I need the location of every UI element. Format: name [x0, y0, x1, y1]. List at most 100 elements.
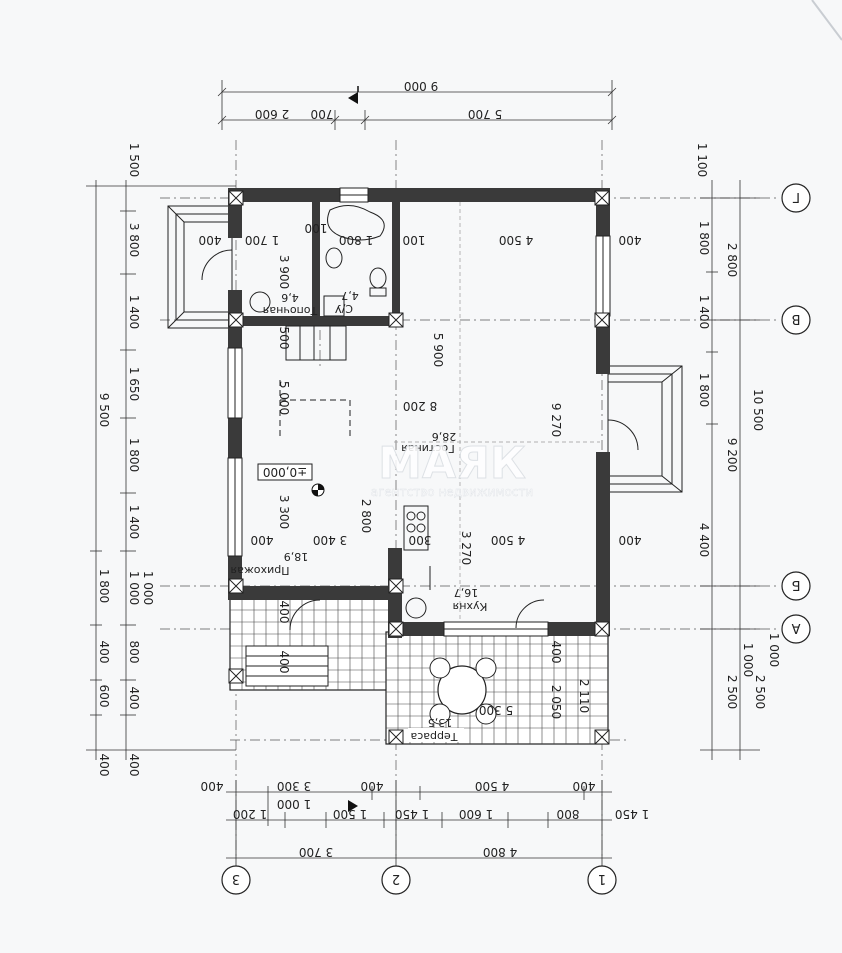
svg-text:Топочная: Топочная — [263, 304, 318, 317]
dim-right-4: 1 800 — [697, 373, 711, 407]
dim-left-total: 9 500 — [97, 393, 111, 427]
room-label-topochnaya: Топочная 4,6 — [263, 291, 318, 317]
right-dimensions — [700, 180, 760, 760]
axis-marker-2: 2 — [381, 865, 411, 895]
svg-text:2 500: 2 500 — [753, 675, 767, 709]
svg-text:4,7: 4,7 — [341, 289, 359, 302]
svg-text:9 270: 9 270 — [549, 403, 563, 437]
dim-right-2: 1 800 — [697, 221, 711, 255]
dim-bottom-4: 4 500 — [475, 779, 509, 793]
svg-text:1 800: 1 800 — [339, 233, 373, 247]
dim-right-6: 1 000 — [741, 643, 755, 677]
right-porch — [607, 365, 683, 493]
svg-text:400: 400 — [619, 533, 642, 547]
dim-right-1: 1 100 — [695, 143, 709, 177]
dim-right-inner-3: 2 500 — [725, 675, 739, 709]
dim-left-inner-1: 1 000 — [127, 571, 141, 605]
dim-bottom-13: 3 700 — [299, 845, 333, 859]
axis-marker-А: А — [781, 614, 811, 644]
left-porch — [167, 205, 233, 329]
svg-text:8 200: 8 200 — [403, 399, 437, 413]
left-dimensions — [86, 180, 236, 760]
svg-text:А: А — [791, 620, 800, 635]
dim-bottom-9: 1 450 — [395, 807, 429, 821]
dim-left-2: 3 800 — [127, 223, 141, 257]
top-dimensions — [217, 80, 617, 130]
dim-left-4: 1 650 — [127, 367, 141, 401]
room-label-kukhnya: Кухня 16,7 — [453, 586, 488, 613]
dim-bottom-5: 400 — [573, 779, 596, 793]
axis-grid — [160, 140, 780, 860]
svg-text:1 000: 1 000 — [767, 633, 781, 667]
dim-left-8: 400 — [97, 641, 111, 664]
svg-text:5 300: 5 300 — [479, 703, 513, 717]
svg-text:400: 400 — [199, 233, 222, 247]
svg-text:3: 3 — [232, 871, 240, 886]
dim-right-inner-1: 2 800 — [725, 243, 739, 277]
svg-text:2 110: 2 110 — [577, 679, 591, 713]
svg-text:400: 400 — [251, 533, 274, 547]
dim-bottom-3: 400 — [361, 779, 384, 793]
svg-text:500: 500 — [277, 327, 291, 350]
svg-text:2: 2 — [392, 871, 400, 886]
svg-text:400: 400 — [549, 641, 563, 664]
svg-text:4 500: 4 500 — [491, 533, 525, 547]
dim-left-7: 1 800 — [97, 569, 111, 603]
room-label-terrasa: Терраса 13,5 — [408, 716, 464, 743]
dim-bottom-7: 1 000 — [277, 797, 311, 811]
axis-marker-3: 3 — [221, 865, 251, 895]
svg-text:В: В — [792, 311, 801, 326]
svg-text:13,5: 13,5 — [428, 716, 453, 729]
svg-text:агентство недвижимости: агентство недвижимости — [371, 485, 533, 499]
svg-text:5 900: 5 900 — [431, 333, 445, 367]
dim-left-10: 400 — [97, 754, 111, 777]
axis-marker-Б: Б — [781, 571, 811, 601]
dim-left-5: 1 800 — [127, 438, 141, 472]
svg-text:4 500: 4 500 — [499, 233, 533, 247]
svg-text:3 270: 3 270 — [459, 531, 473, 565]
svg-text:Гостиная: Гостиная — [401, 442, 455, 455]
axis-marker-1: 1 — [587, 865, 617, 895]
svg-text:Прихожая: Прихожая — [231, 564, 290, 577]
svg-text:400: 400 — [619, 233, 642, 247]
fixtures — [249, 202, 600, 631]
bottom-dim-row2: 1 200 1 000 1 500 1 450 1 600 800 1 450 — [233, 797, 649, 821]
dim-bottom-10: 1 600 — [459, 807, 493, 821]
svg-text:16,7: 16,7 — [454, 586, 479, 599]
interior-dimensions: 400 1 700 100 1 800 100 4 500 400 5 900 … — [141, 221, 781, 719]
svg-text:Б: Б — [792, 577, 801, 592]
dim-right-3: 1 400 — [697, 295, 711, 329]
dim-left-3: 1 400 — [127, 295, 141, 329]
dim-bottom-14: 4 800 — [483, 845, 517, 859]
svg-text:2 050: 2 050 — [549, 685, 563, 719]
svg-text:4,6: 4,6 — [281, 291, 299, 304]
svg-text:Кухня: Кухня — [453, 600, 488, 613]
svg-text:5 000: 5 000 — [277, 381, 291, 415]
svg-text:1: 1 — [598, 871, 606, 886]
windows — [227, 187, 611, 637]
svg-text:400: 400 — [277, 651, 291, 674]
svg-text:1 000: 1 000 — [141, 571, 155, 605]
watermark-logo: МАЯК агентство недвижимости — [371, 438, 534, 500]
dim-right-5: 4 400 — [697, 523, 711, 557]
bottom-dim-row1: 400 3 300 400 4 500 400 — [201, 779, 596, 793]
dim-total-width: 9 000 — [404, 79, 438, 93]
dim-top-2: 700 — [311, 107, 334, 121]
dim-bottom-8: 1 500 — [333, 807, 367, 821]
room-label-su: С/У 4,7 — [335, 289, 359, 315]
dim-bottom-2: 3 300 — [277, 779, 311, 793]
dim-bottom-6: 1 200 — [233, 807, 267, 821]
svg-text:300: 300 — [409, 533, 432, 547]
svg-text:100: 100 — [403, 233, 426, 247]
svg-text:С/У: С/У — [335, 302, 353, 315]
svg-text:Г: Г — [792, 189, 800, 204]
bottom-dimensions — [226, 780, 612, 866]
section-arrow-bottom-icon — [348, 800, 358, 812]
svg-text:400: 400 — [277, 601, 291, 624]
dim-left-6: 1 400 — [127, 505, 141, 539]
room-label-gostinaya: Гостиная 28,6 — [401, 430, 456, 455]
svg-text:28,6: 28,6 — [432, 430, 457, 443]
svg-text:3 300: 3 300 — [277, 495, 291, 529]
elevation-label: ±0,000 — [263, 465, 307, 479]
dim-left-9: 600 — [97, 685, 111, 708]
